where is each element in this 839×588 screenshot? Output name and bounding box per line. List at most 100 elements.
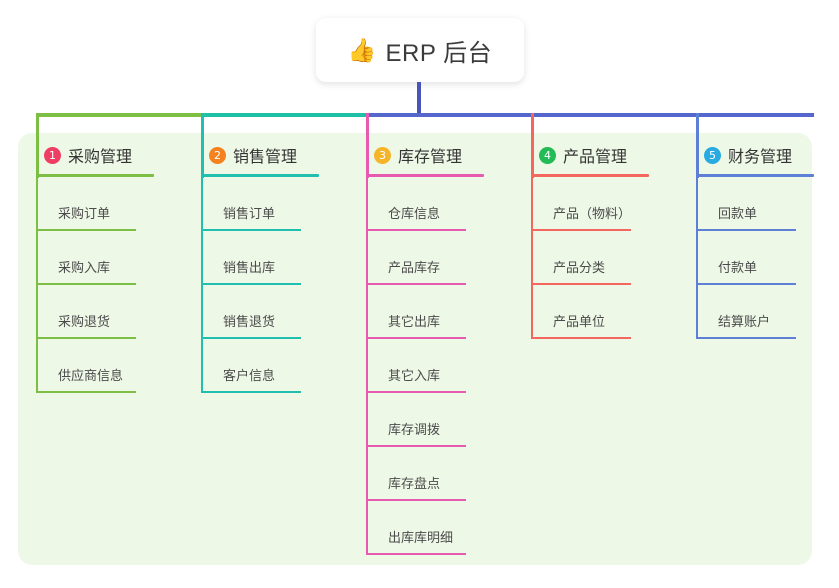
- leaf-underline: [696, 283, 796, 285]
- branch-header-5[interactable]: 5 财务管理: [696, 144, 814, 166]
- leaf-underline: [696, 337, 796, 339]
- leaf-list: 产品（物料） 产品分类产品单位: [531, 177, 649, 339]
- leaf-underline: [366, 337, 466, 339]
- leaf-label: 销售退货: [223, 314, 276, 329]
- leaf-list: 仓库信息产品库存其它出库其它入库库存调拨库存盘点出库库明细: [366, 177, 484, 555]
- leaf-underline: [36, 337, 136, 339]
- branch-title: 采购管理: [68, 149, 133, 166]
- leaf-item[interactable]: 销售出库: [201, 231, 319, 285]
- leaf-underline: [366, 283, 466, 285]
- leaf-label: 采购退货: [58, 314, 111, 329]
- leaf-item[interactable]: 产品（物料）: [531, 177, 649, 231]
- leaf-item[interactable]: 产品单位: [531, 285, 649, 339]
- leaf-label: 销售出库: [223, 260, 276, 275]
- thumbs-up-icon: 👍: [347, 36, 377, 63]
- drop-line-销售管理: [201, 113, 204, 178]
- branch-number-badge: 1: [44, 146, 61, 164]
- root-node-content: 👍 ERP 后台: [348, 33, 492, 68]
- leaf-label: 其它入库: [388, 368, 441, 383]
- leaf-underline: [531, 337, 631, 339]
- leaf-label: 付款单: [718, 260, 758, 275]
- branch-column-2[interactable]: 2 销售管理销售订单销售出库销售退货客户信息: [201, 144, 319, 393]
- drop-line-库存管理: [366, 113, 369, 178]
- leaf-underline: [366, 499, 466, 501]
- leaf-item[interactable]: 出库库明细: [366, 501, 484, 555]
- leaf-label: 产品（物料）: [553, 206, 632, 221]
- leaf-item[interactable]: 供应商信息: [36, 339, 154, 393]
- leaf-item[interactable]: 采购订单: [36, 177, 154, 231]
- leaf-spine: [201, 177, 203, 393]
- leaf-list: 销售订单销售出库销售退货客户信息: [201, 177, 319, 393]
- leaf-label: 采购入库: [58, 260, 111, 275]
- leaf-underline: [201, 229, 301, 231]
- drop-line-财务管理: [696, 113, 699, 178]
- leaf-item[interactable]: 销售退货: [201, 285, 319, 339]
- leaf-underline: [696, 229, 796, 231]
- leaf-label: 客户信息: [223, 368, 276, 383]
- branch-header-2[interactable]: 2 销售管理: [201, 144, 319, 166]
- leaf-item[interactable]: 结算账户: [696, 285, 814, 339]
- branch-number-badge: 3: [374, 146, 391, 164]
- branch-underline: [366, 174, 484, 177]
- leaf-label: 供应商信息: [58, 368, 124, 383]
- branch-title: 销售管理: [233, 149, 298, 166]
- leaf-item[interactable]: 采购入库: [36, 231, 154, 285]
- leaf-label: 其它出库: [388, 314, 441, 329]
- leaf-label: 仓库信息: [388, 206, 441, 221]
- trunk-segment-middle: [201, 113, 366, 117]
- leaf-underline: [201, 283, 301, 285]
- leaf-item[interactable]: 销售订单: [201, 177, 319, 231]
- branch-title: 产品管理: [563, 149, 628, 166]
- leaf-item[interactable]: 其它出库: [366, 285, 484, 339]
- leaf-underline: [366, 553, 466, 555]
- leaf-item[interactable]: 客户信息: [201, 339, 319, 393]
- leaf-underline: [366, 229, 466, 231]
- leaf-item[interactable]: 库存调拨: [366, 393, 484, 447]
- leaf-list: 采购订单采购入库采购退货供应商信息: [36, 177, 154, 393]
- leaf-underline: [531, 229, 631, 231]
- branch-column-3[interactable]: 3 库存管理仓库信息产品库存其它出库其它入库库存调拨库存盘点出库库明细: [366, 144, 484, 555]
- leaf-item[interactable]: 回款单: [696, 177, 814, 231]
- leaf-underline: [201, 391, 301, 393]
- leaf-label: 产品分类: [553, 260, 606, 275]
- leaf-list: 回款单付款单结算账户: [696, 177, 814, 339]
- branch-column-5[interactable]: 5 财务管理回款单付款单结算账户: [696, 144, 814, 339]
- branch-column-1[interactable]: 1 采购管理采购订单采购入库采购退货供应商信息: [36, 144, 154, 393]
- leaf-underline: [36, 229, 136, 231]
- branch-number-badge: 5: [704, 146, 721, 164]
- leaf-label: 结算账户: [718, 314, 771, 329]
- branch-underline: [531, 174, 649, 177]
- leaf-label: 销售订单: [223, 206, 276, 221]
- leaf-underline: [201, 337, 301, 339]
- branch-number-badge: 2: [209, 146, 226, 164]
- leaf-item[interactable]: 产品分类: [531, 231, 649, 285]
- leaf-label: 出库库明细: [388, 530, 454, 545]
- leaf-label: 库存调拨: [388, 422, 441, 437]
- leaf-item[interactable]: 库存盘点: [366, 447, 484, 501]
- branch-header-1[interactable]: 1 采购管理: [36, 144, 154, 166]
- mindmap-panel: [18, 133, 812, 565]
- branch-title: 库存管理: [398, 149, 463, 166]
- branch-header-3[interactable]: 3 库存管理: [366, 144, 484, 166]
- root-node[interactable]: 👍 ERP 后台: [316, 18, 524, 82]
- leaf-underline: [36, 283, 136, 285]
- leaf-label: 产品单位: [553, 314, 606, 329]
- trunk-segment-left: [36, 113, 201, 117]
- trunk-segment-right: [366, 113, 814, 117]
- leaf-spine: [36, 177, 38, 393]
- leaf-item[interactable]: 仓库信息: [366, 177, 484, 231]
- drop-line-产品管理: [531, 113, 534, 178]
- leaf-label: 库存盘点: [388, 476, 441, 491]
- leaf-item[interactable]: 采购退货: [36, 285, 154, 339]
- branch-title: 财务管理: [728, 149, 793, 166]
- leaf-item[interactable]: 付款单: [696, 231, 814, 285]
- leaf-item[interactable]: 产品库存: [366, 231, 484, 285]
- page-title: ERP 后台: [385, 39, 493, 67]
- leaf-label: 产品库存: [388, 260, 441, 275]
- drop-line-采购管理: [36, 113, 39, 178]
- leaf-item[interactable]: 其它入库: [366, 339, 484, 393]
- branch-underline: [36, 174, 154, 177]
- leaf-underline: [366, 391, 466, 393]
